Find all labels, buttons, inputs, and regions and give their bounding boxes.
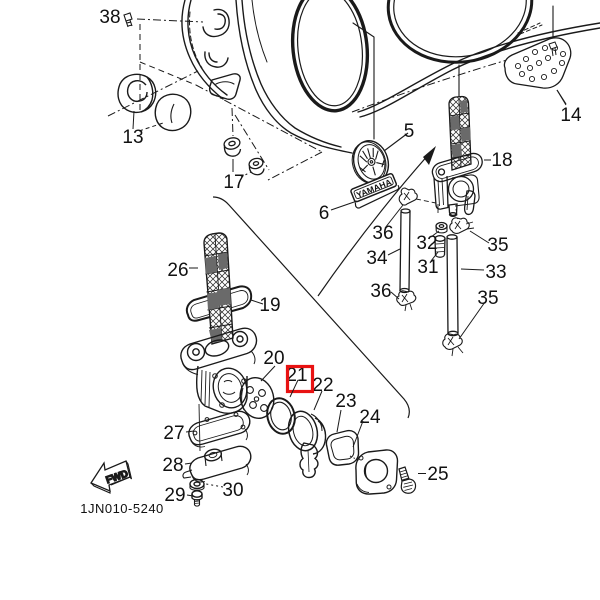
svg-text:34: 34 [366,248,388,269]
svg-text:14: 14 [560,105,582,126]
svg-text:20: 20 [263,348,284,369]
svg-text:35: 35 [477,288,498,309]
svg-text:23: 23 [335,391,356,412]
svg-text:25: 25 [427,464,448,485]
svg-text:22: 22 [312,375,333,396]
svg-text:36: 36 [372,223,393,244]
svg-text:28: 28 [162,455,183,476]
svg-text:35: 35 [487,235,508,256]
svg-text:17: 17 [223,172,244,193]
svg-text:32: 32 [416,233,437,254]
svg-text:1JN010-5240: 1JN010-5240 [80,501,164,516]
svg-text:30: 30 [222,480,243,501]
svg-text:6: 6 [319,203,330,224]
svg-text:21: 21 [286,365,307,386]
svg-text:24: 24 [359,407,381,428]
svg-text:36: 36 [370,281,391,302]
svg-text:19: 19 [259,295,280,316]
svg-text:33: 33 [485,262,506,283]
svg-text:13: 13 [122,127,143,148]
svg-text:5: 5 [404,121,415,142]
svg-text:18: 18 [491,150,512,171]
svg-text:27: 27 [163,423,184,444]
svg-text:31: 31 [417,257,438,278]
svg-text:26: 26 [167,260,188,281]
svg-text:38: 38 [99,7,120,28]
svg-text:29: 29 [164,485,185,506]
